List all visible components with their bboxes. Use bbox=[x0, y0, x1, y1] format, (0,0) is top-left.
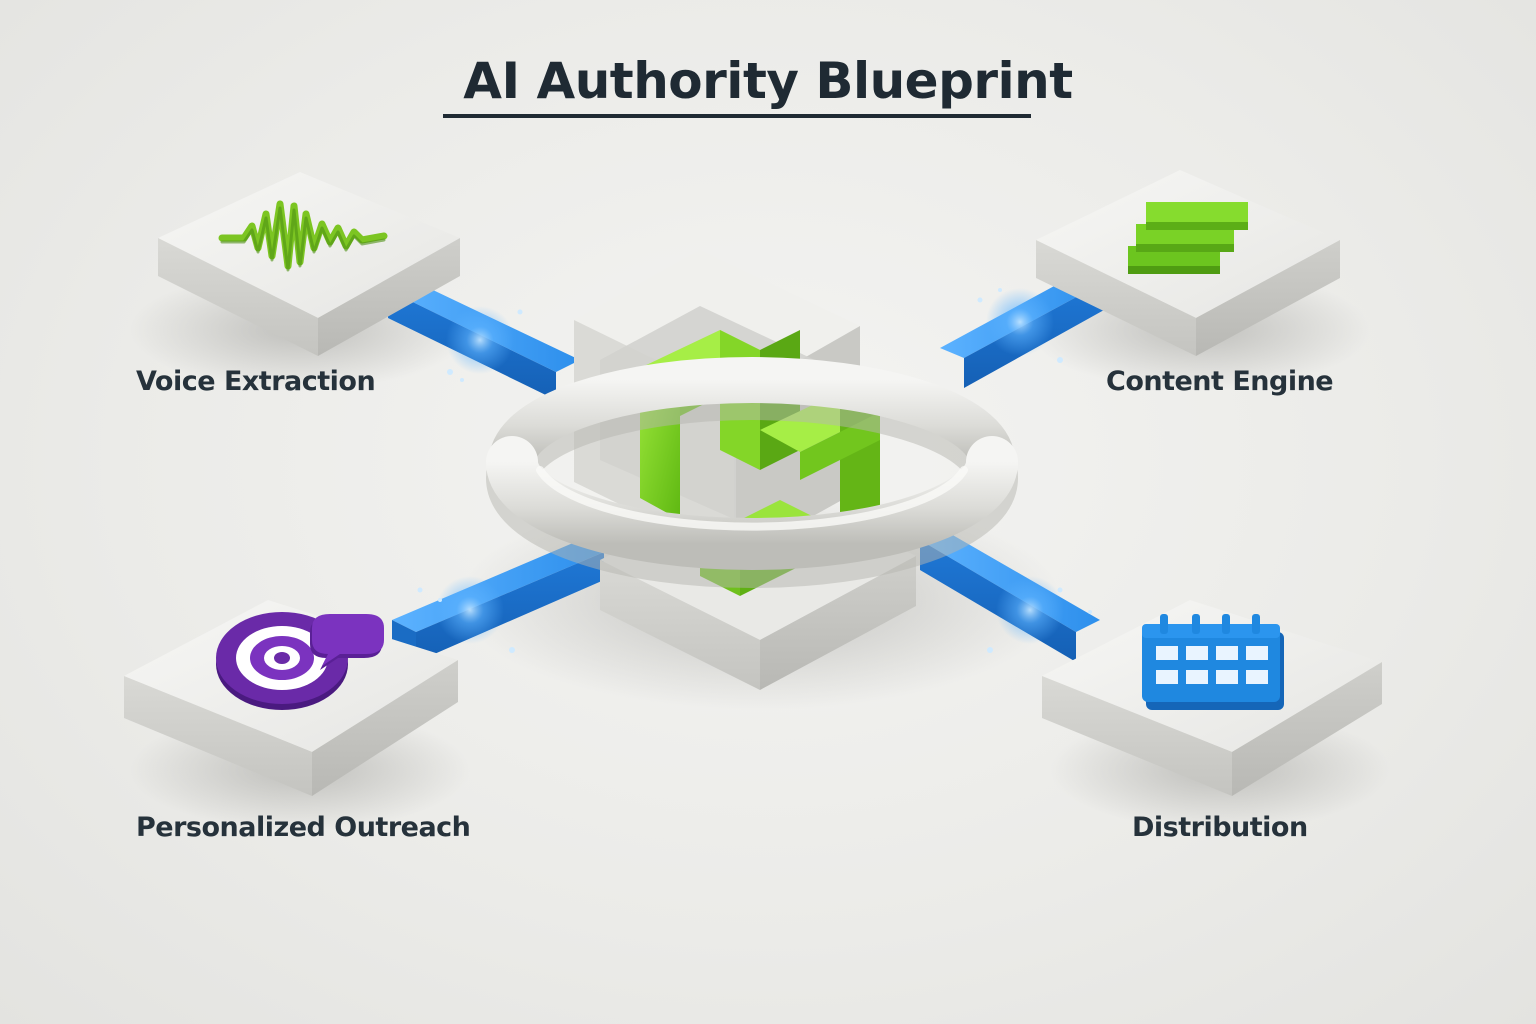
hub-ring-highlight bbox=[536, 466, 968, 531]
node-outreach-slab bbox=[124, 600, 458, 796]
node-voice-slab bbox=[158, 172, 460, 356]
calendar-icon bbox=[1142, 614, 1284, 710]
hub-ring-back bbox=[489, 357, 1015, 485]
waveform-icon bbox=[218, 200, 388, 272]
connector-outreach bbox=[392, 540, 604, 662]
connector-voice bbox=[388, 280, 580, 400]
node-label-content-engine: Content Engine bbox=[1106, 366, 1334, 397]
node-label-personalized-outreach: Personalized Outreach bbox=[136, 812, 471, 843]
node-distribution-slab bbox=[1042, 600, 1382, 796]
hub-base-right bbox=[760, 556, 916, 690]
node-label-voice-extraction: Voice Extraction bbox=[136, 366, 376, 397]
connector-content bbox=[940, 272, 1104, 388]
hub-base-left bbox=[600, 560, 760, 690]
target-chat-icon bbox=[216, 612, 384, 710]
central-hub bbox=[486, 250, 1018, 690]
hub-ring-front bbox=[486, 436, 1018, 570]
connector-distribution bbox=[920, 530, 1100, 662]
node-label-distribution: Distribution bbox=[1132, 812, 1308, 843]
stacked-layers-icon bbox=[1128, 202, 1248, 274]
page-title: AI Authority Blueprint bbox=[463, 52, 1073, 110]
title-underline bbox=[443, 114, 1031, 118]
node-content-slab bbox=[1036, 170, 1340, 356]
